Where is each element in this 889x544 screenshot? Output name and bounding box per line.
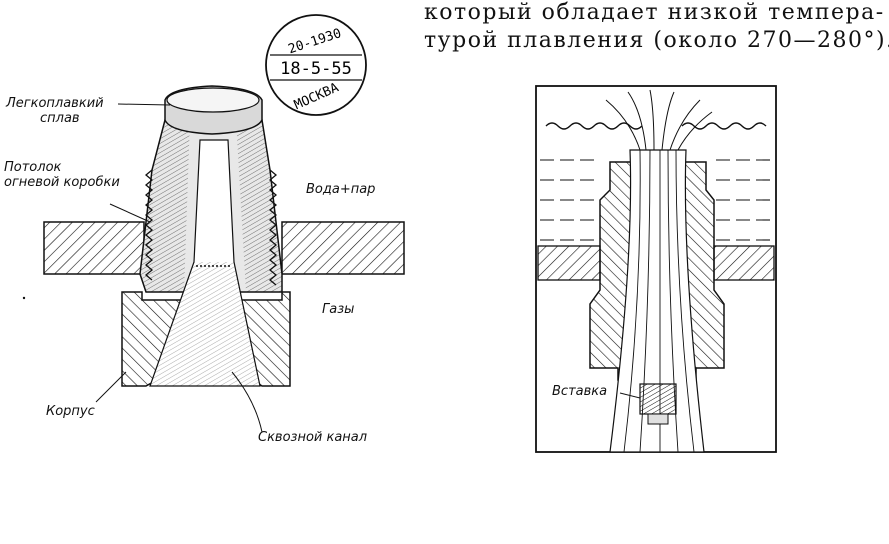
label-alloy: Легкоплавкий сплав [6, 96, 104, 126]
leader-channel [231, 371, 263, 433]
ceiling-plate-right [281, 221, 405, 275]
ceiling-plate-left [43, 221, 145, 275]
label-insert: Вставка [552, 384, 608, 399]
label-body: Корпус [46, 404, 95, 419]
body-shade-right [236, 120, 282, 292]
leader-alloy [117, 103, 171, 106]
speck [22, 296, 26, 300]
water-surface-left [545, 122, 643, 130]
right-diagram [535, 85, 777, 453]
spray-plume [605, 89, 713, 151]
label-ceiling: Потолок огневой коробки [4, 160, 120, 190]
paragraph-line-2: турой плавления (около 270—280°). [424, 28, 889, 53]
steam-jet [609, 149, 705, 453]
right-ceiling-right [713, 245, 775, 281]
leader-insert [619, 392, 641, 399]
label-channel: Сквозной канал [258, 430, 368, 445]
stamp-date: 18-5-55 [280, 59, 352, 79]
leader-body [95, 371, 127, 403]
insert-piece [639, 383, 677, 415]
channel-shade [150, 262, 260, 386]
leader-ceiling [109, 203, 151, 223]
left-diagram [22, 85, 405, 433]
insert-tip [647, 413, 669, 425]
body-shade-left [140, 120, 190, 292]
postmark-stamp: 20-1930 18-5-55 МОСКВА [265, 14, 367, 116]
water-surface-right [681, 122, 767, 130]
right-ceiling-left [537, 245, 601, 281]
water-lines [540, 159, 772, 241]
label-gases: Газы [322, 302, 355, 317]
paragraph-line-1: который обладает низкой темпера- [424, 0, 885, 25]
cap-top [166, 87, 260, 113]
label-water-steam: Вода+пар [306, 182, 376, 197]
stamp-outer-ring [265, 14, 367, 116]
